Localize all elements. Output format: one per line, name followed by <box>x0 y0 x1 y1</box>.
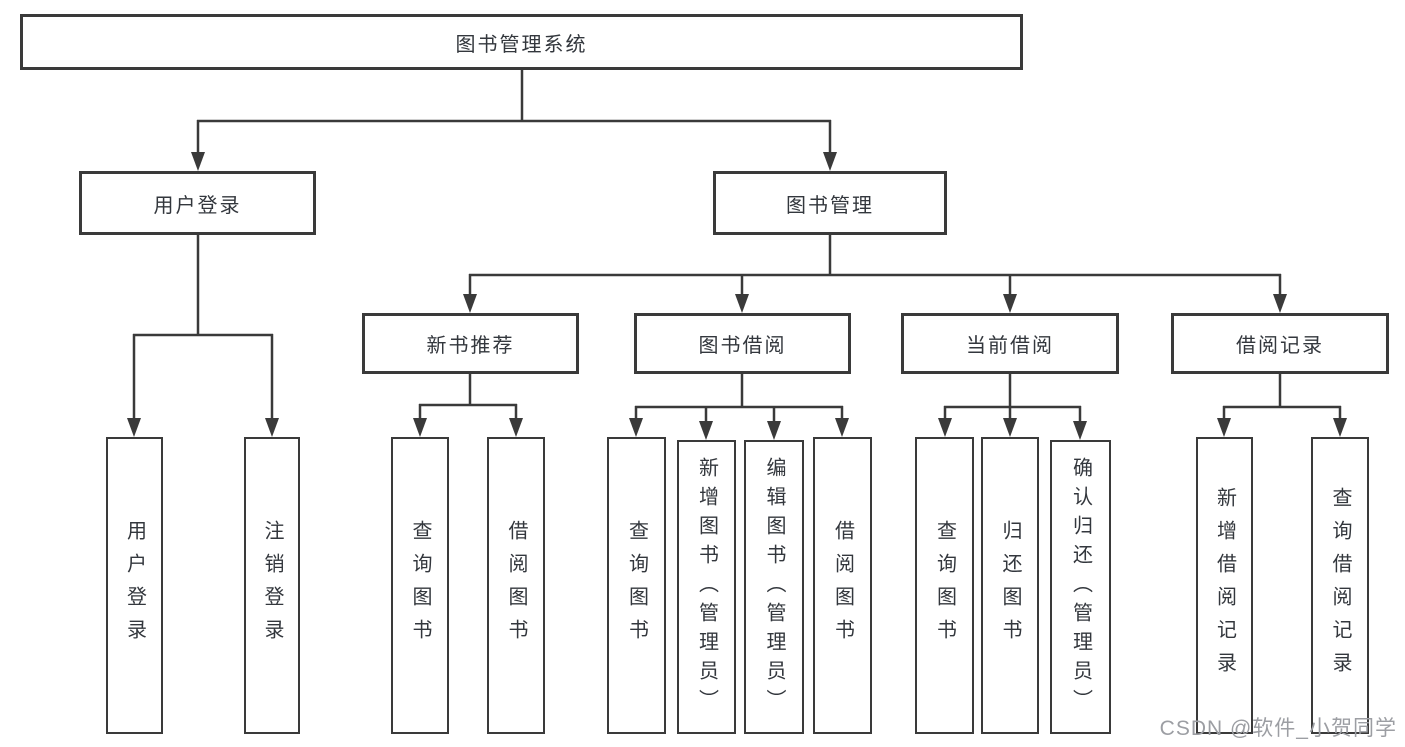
leaf-label: 借阅图书 <box>505 519 527 652</box>
leaf-label: 查询图书 <box>933 519 956 652</box>
node-label: 图书借阅 <box>698 335 787 357</box>
leaf-label: 新增图书（管理员） <box>695 456 718 718</box>
leaf-add-borrow-record: 新增借阅记录 <box>1196 437 1253 734</box>
leaf-label: 查询借阅记录 <box>1329 486 1351 685</box>
leaf-edit-books-admin: 编辑图书（管理员） <box>744 440 804 734</box>
leaf-label: 确认归还（管理员） <box>1069 456 1092 718</box>
node-current-borrow: 当前借阅 <box>901 313 1119 374</box>
leaf-query-books-current: 查询图书 <box>915 437 974 734</box>
node-label: 图书管理系统 <box>455 33 588 56</box>
connector-lines <box>132 70 1342 431</box>
leaf-label: 用户登录 <box>123 519 146 652</box>
arrowhead-icon <box>629 418 643 437</box>
leaf-label: 新增借阅记录 <box>1213 486 1236 685</box>
node-new-book-recommend: 新书推荐 <box>362 313 579 374</box>
node-borrow-record: 借阅记录 <box>1171 313 1389 374</box>
arrowhead-icon <box>1003 294 1017 313</box>
arrowhead-icon <box>1217 418 1231 437</box>
arrowhead-icon <box>1003 418 1017 437</box>
leaf-query-books-borrow: 查询图书 <box>607 437 666 734</box>
arrowhead-icon <box>699 421 713 440</box>
node-library-system: 图书管理系统 <box>20 14 1023 70</box>
leaf-query-books-recommend: 查询图书 <box>391 437 449 734</box>
arrowhead-icon <box>463 294 477 313</box>
node-label: 用户登录 <box>153 194 242 217</box>
node-user-login: 用户登录 <box>79 171 316 235</box>
node-book-borrow: 图书借阅 <box>634 313 851 374</box>
arrowhead-icon <box>1273 294 1287 313</box>
node-label: 当前借阅 <box>966 335 1054 357</box>
leaf-borrow-books-recommend: 借阅图书 <box>487 437 545 734</box>
leaf-logout: 注销登录 <box>244 437 300 734</box>
arrowhead-icon <box>265 418 279 437</box>
leaf-label: 查询图书 <box>625 519 648 652</box>
arrowhead-icon <box>413 418 427 437</box>
arrowheads <box>127 152 1347 440</box>
arrowhead-icon <box>1073 421 1087 440</box>
leaf-return-books: 归还图书 <box>981 437 1039 734</box>
arrowhead-icon <box>767 421 781 440</box>
arrowhead-icon <box>735 294 749 313</box>
arrowhead-icon <box>191 152 205 171</box>
leaf-add-books-admin: 新增图书（管理员） <box>677 440 736 734</box>
arrowhead-icon <box>127 418 141 437</box>
leaf-user-login: 用户登录 <box>106 437 163 734</box>
leaf-label: 借阅图书 <box>831 519 854 652</box>
arrowhead-icon <box>835 418 849 437</box>
csdn-watermark: CSDN @软件_小贺同学 <box>1159 717 1397 740</box>
leaf-label: 编辑图书（管理员） <box>763 456 785 718</box>
leaf-borrow-books: 借阅图书 <box>813 437 872 734</box>
arrowhead-icon <box>938 418 952 437</box>
arrowhead-icon <box>823 152 837 171</box>
leaf-confirm-return-admin: 确认归还（管理员） <box>1050 440 1111 734</box>
leaf-query-borrow-record: 查询借阅记录 <box>1311 437 1369 734</box>
arrowhead-icon <box>1333 418 1347 437</box>
leaf-label: 查询图书 <box>409 519 431 652</box>
node-book-management: 图书管理 <box>713 171 947 235</box>
leaf-label: 归还图书 <box>999 519 1021 652</box>
node-label: 图书管理 <box>786 194 874 217</box>
arrowhead-icon <box>509 418 523 437</box>
node-label: 新书推荐 <box>426 335 515 357</box>
leaf-label: 注销登录 <box>261 519 283 652</box>
node-label: 借阅记录 <box>1236 335 1324 357</box>
